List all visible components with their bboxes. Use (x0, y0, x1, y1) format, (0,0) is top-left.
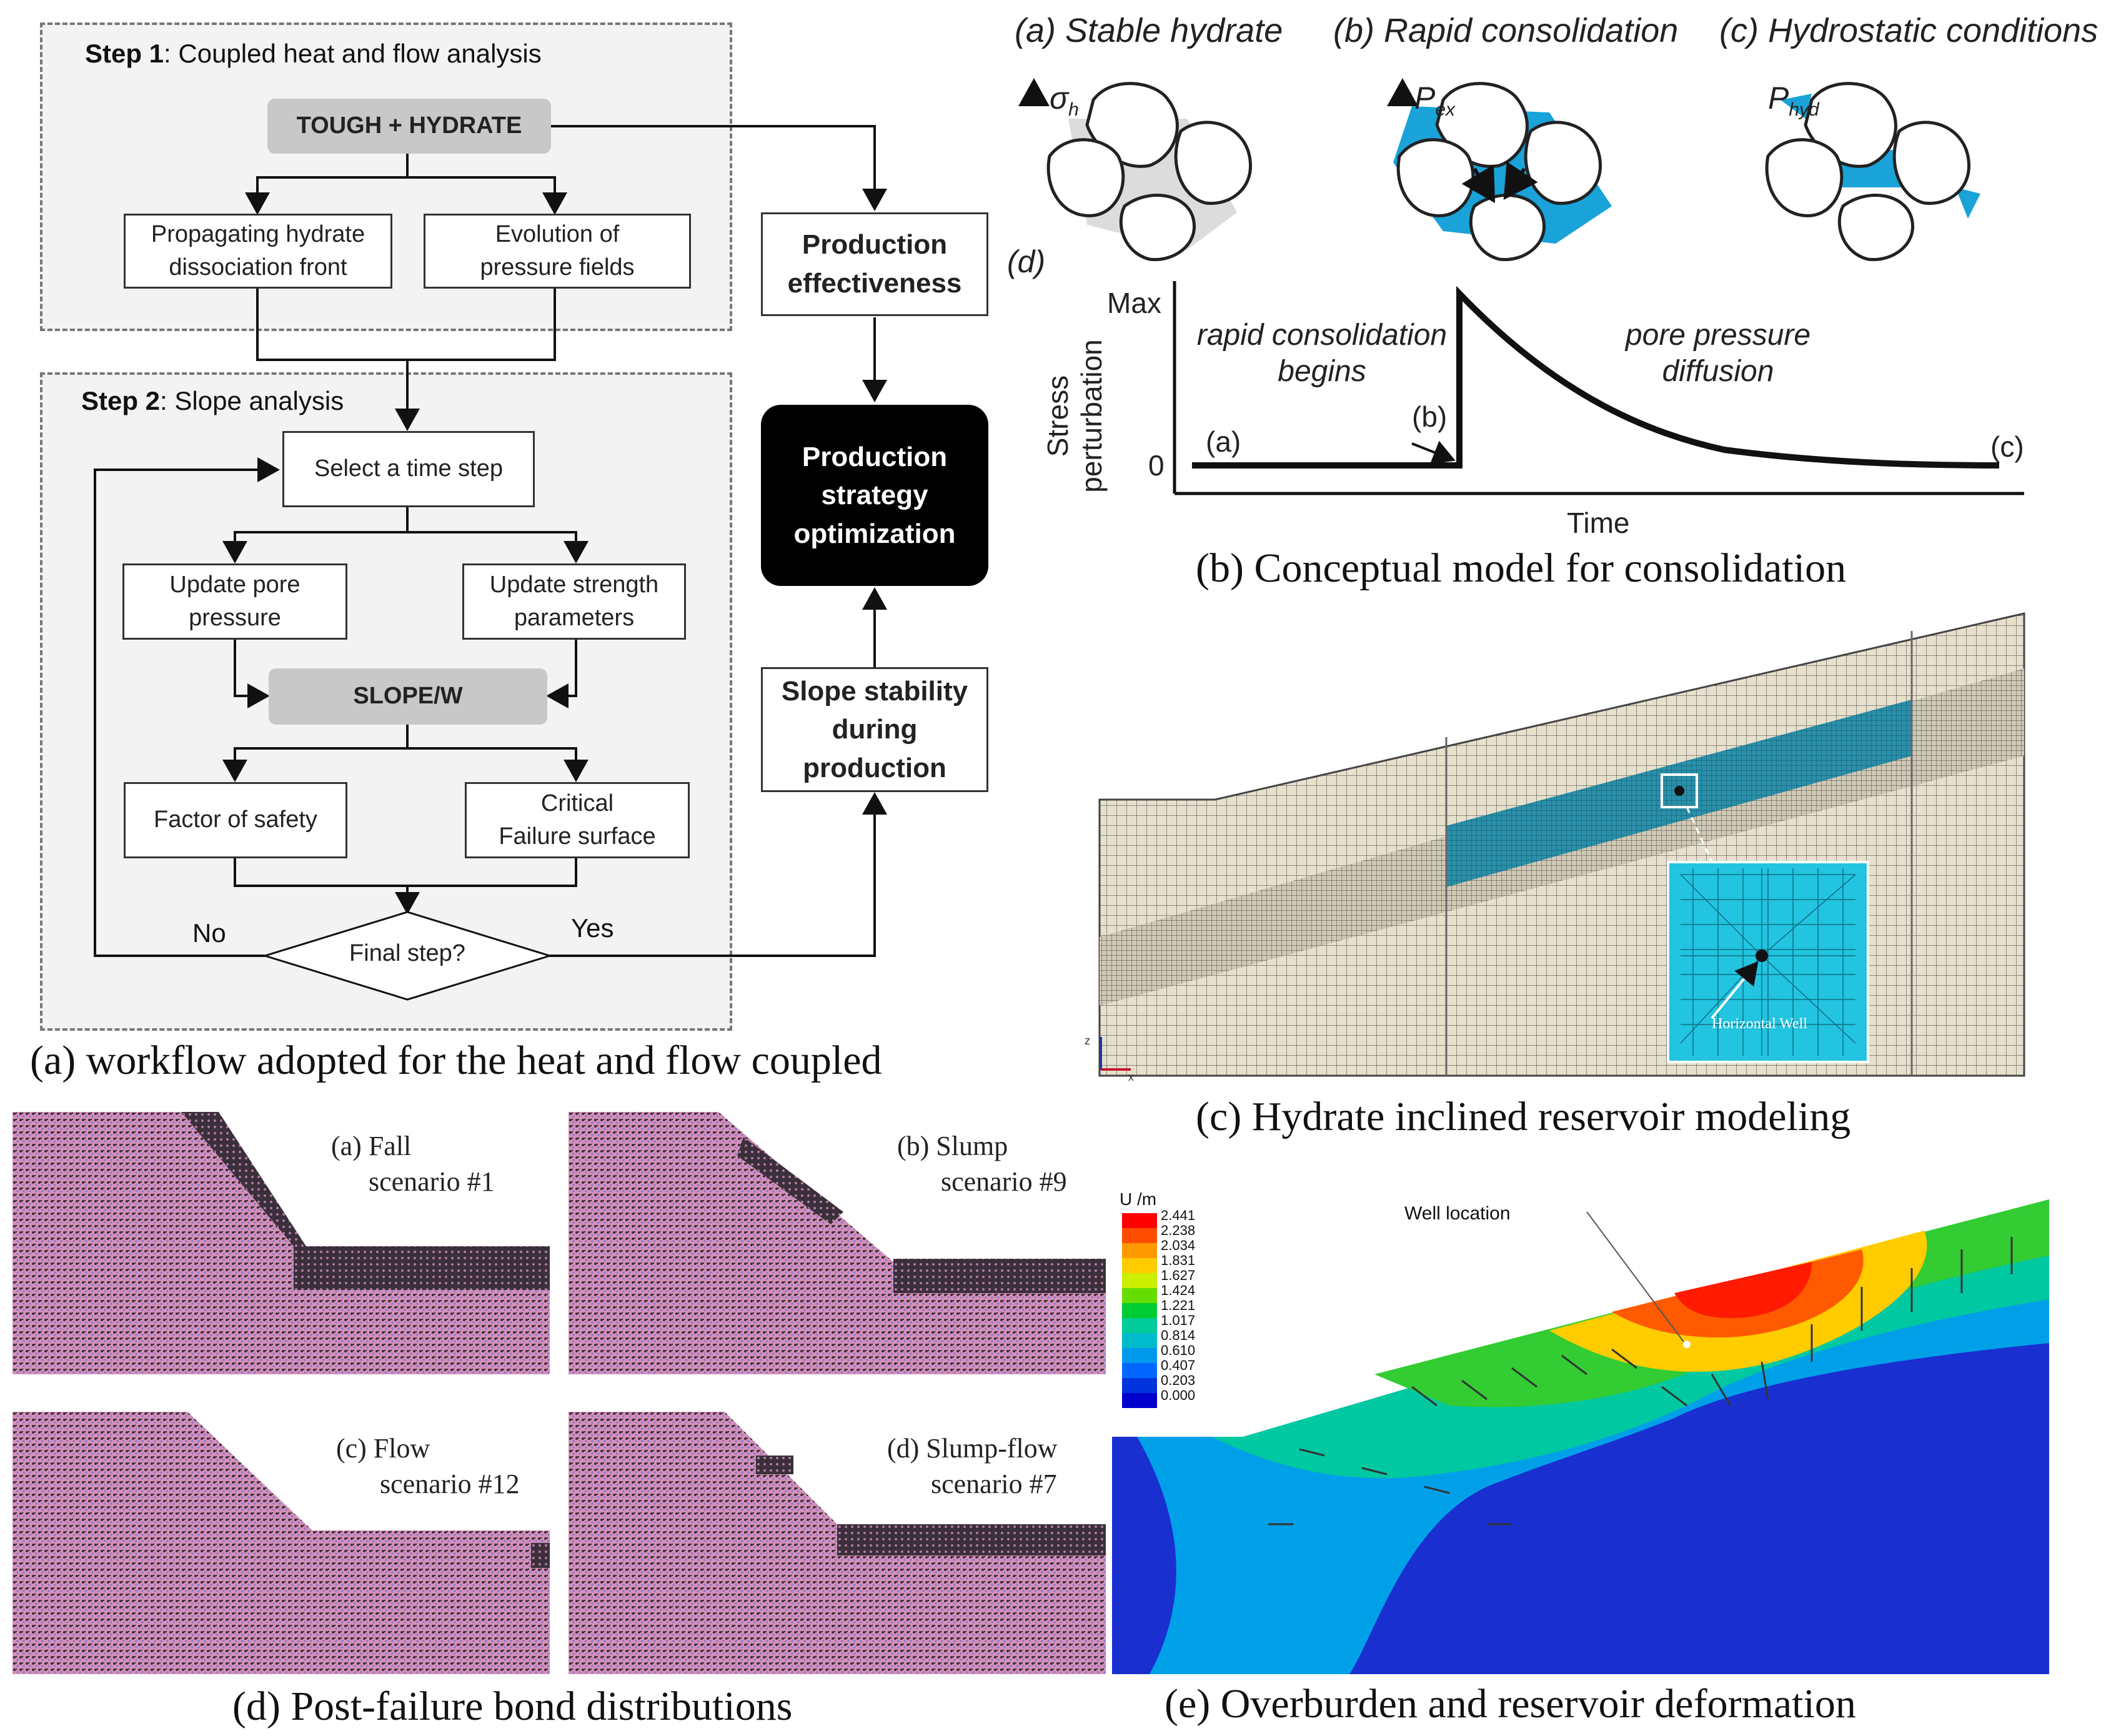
dissociation-front-box: Propagating hydrate dissociation front (124, 214, 392, 289)
legend-value: 2.034 (1161, 1238, 1196, 1253)
yes-label: Yes (571, 913, 614, 943)
legend-swatch (1122, 1273, 1157, 1288)
no-label: No (192, 918, 226, 948)
p-hyd-label: Phyd (1768, 81, 1819, 120)
slopew-box: SLOPE/W (269, 668, 547, 725)
legend-value: 0.000 (1161, 1387, 1196, 1403)
bond-panel-slumpflow (569, 1399, 1106, 1674)
legend-swatch (1122, 1348, 1157, 1363)
legend-swatch (1122, 1228, 1157, 1243)
legend-value: 1.627 (1161, 1267, 1196, 1283)
sigma-h-label: σh (1050, 81, 1079, 120)
bond-distribution-grid (12, 1099, 1106, 1674)
caption-e: (e) Overburden and reservoir deformation (1165, 1681, 1856, 1727)
tough-hydrate-box: TOUGH + HYDRATE (267, 99, 551, 154)
slope-stability-box: Slope stability during production (761, 667, 988, 792)
update-strength-box: Update strength parameters (462, 563, 686, 640)
legend-value: 0.814 (1161, 1327, 1196, 1343)
legend-swatch (1122, 1288, 1157, 1303)
max-tick: Max (1107, 287, 1161, 319)
legend-swatch (1122, 1243, 1157, 1258)
stable-hydrate-title: (a) Stable hydrate (1015, 12, 1283, 49)
caption-b: (b) Conceptual model for consolidation (1196, 545, 1847, 591)
bond-panel-flow (12, 1399, 550, 1674)
legend-swatch (1122, 1213, 1157, 1228)
production-optimization-box: Production strategy optimization (761, 405, 988, 586)
stress-curve-plot (1173, 281, 2024, 495)
stable-hydrate-grains (1048, 84, 1250, 260)
legend-swatch (1122, 1363, 1157, 1378)
production-effectiveness-box: Production effectiveness (761, 212, 988, 316)
step1-title: Step 1: Coupled heat and flow analysis (85, 39, 542, 68)
deformation-contour (1112, 1199, 2049, 1674)
workflow-connectors (94, 125, 887, 1001)
legend-value: 1.424 (1161, 1282, 1196, 1298)
legend-swatch (1122, 1393, 1157, 1408)
hydrostatic-title: (c) Hydrostatic conditions (1719, 12, 2099, 49)
legend-swatch (1122, 1318, 1157, 1333)
legend-unit: U /m (1120, 1189, 1157, 1209)
zero-tick: 0 (1148, 449, 1165, 482)
bond-panel-fall (12, 1099, 550, 1374)
legend-value: 2.441 (1161, 1208, 1196, 1223)
stress-curve (1192, 285, 2000, 469)
horizontal-well-label: Horizontal Well (1712, 1016, 1807, 1032)
legend-value: 0.610 (1161, 1342, 1196, 1358)
legend-swatch (1122, 1258, 1157, 1273)
rapid-consolidation-grains (1393, 84, 1612, 260)
rapid-consolidation-title: (b) Rapid consolidation (1333, 12, 1679, 49)
reservoir-mesh (1098, 612, 2025, 1077)
legend-value: 1.017 (1161, 1312, 1196, 1328)
p-ex-label: Pex (1414, 81, 1456, 120)
caption-c: (c) Hydrate inclined reservoir modeling (1196, 1094, 1851, 1139)
legend-value: 0.203 (1161, 1372, 1196, 1388)
critical-failure-box: Critical Failure surface (465, 782, 690, 858)
y-axis-label: Stress perturbation (1041, 339, 1108, 493)
legend-swatch (1122, 1303, 1157, 1318)
caption-a: (a) workflow adopted for the heat and fl… (30, 1038, 882, 1083)
axis-x-label: x (1128, 1071, 1134, 1083)
bond-panel-slump (569, 1099, 1106, 1374)
well-location-label: Well location (1404, 1203, 1511, 1224)
legend-swatch (1122, 1378, 1157, 1393)
legend-value: 2.238 (1161, 1223, 1196, 1238)
step2-title: Step 2: Slope analysis (81, 386, 344, 415)
grain-sketches (1018, 78, 1980, 269)
final-step-label: Final step? (349, 940, 465, 966)
point-b-label: (b) (1412, 400, 1448, 433)
legend-value: 1.221 (1161, 1297, 1196, 1313)
legend-value: 1.831 (1161, 1252, 1196, 1268)
caption-d: (d) Post-failure bond distributions (232, 1684, 793, 1729)
update-pore-box: Update pore pressure (122, 563, 347, 640)
legend-swatch (1122, 1333, 1157, 1348)
point-c-label: (c) (1990, 430, 2024, 463)
pressure-fields-box: Evolution of pressure fields (424, 214, 691, 289)
x-axis-label: Time (1567, 507, 1630, 539)
point-a-label: (a) (1206, 425, 1241, 458)
panel-d-label: (d) (1007, 244, 1046, 279)
axis-z-label: z (1085, 1034, 1090, 1047)
select-time-step-box: Select a time step (282, 431, 535, 507)
legend-value: 0.407 (1161, 1357, 1196, 1373)
factor-of-safety-box: Factor of safety (124, 782, 347, 858)
hydrostatic-grains (1767, 84, 1980, 260)
legend-swatches (1122, 1213, 1157, 1408)
